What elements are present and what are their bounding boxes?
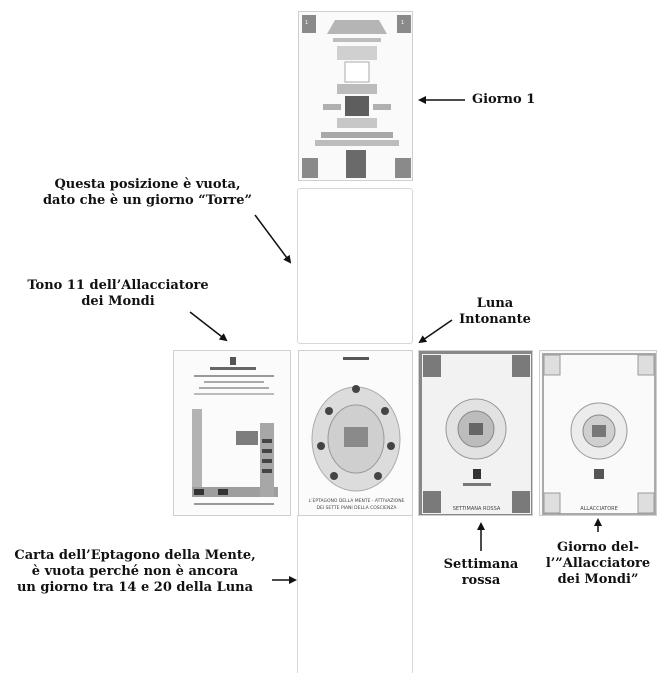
heptagon-node-2 xyxy=(381,407,389,415)
label-posizione-vuota-1: Questa posizione è vuota, xyxy=(30,177,265,193)
world-center xyxy=(592,425,606,437)
tower-window-1 xyxy=(345,62,369,82)
label-giornodel-2: l’”Allacciatore xyxy=(543,556,653,572)
label-posizione-vuota-2: dato che è un giorno “Torre” xyxy=(30,193,265,209)
moon-card: SETTIMANA ROSSA xyxy=(418,350,533,516)
corner-bl xyxy=(302,158,318,178)
moon-corner-tr xyxy=(512,355,530,377)
tone-card xyxy=(173,350,291,516)
tone-dot xyxy=(230,357,236,365)
world-figure xyxy=(594,469,604,479)
tower-arm-right xyxy=(373,104,391,110)
tone-footer-line xyxy=(194,503,274,505)
label-carta-2: è vuota perché non è ancora xyxy=(0,564,270,580)
world-corner-tl xyxy=(544,355,560,375)
heptagon-node-4 xyxy=(387,442,395,450)
moon-text-line xyxy=(463,483,491,486)
world-corner-bl xyxy=(544,493,560,513)
tone-bottom-mark-1 xyxy=(194,489,204,495)
slot-line-right xyxy=(412,515,413,673)
label-luna-1: Luna xyxy=(450,296,540,312)
tower-card-art xyxy=(299,12,413,181)
tone-mark-3 xyxy=(262,459,272,463)
moon-corner-tl xyxy=(423,355,441,377)
heptagon-caption-2: DEI SETTE PIANI DELLA COSCIENZA xyxy=(301,506,412,512)
label-settimana-1: Settimana xyxy=(436,557,526,573)
corner-br xyxy=(395,158,411,178)
tone-heading-line-2 xyxy=(204,381,264,383)
label-giorno1: Giorno 1 xyxy=(472,92,535,108)
tower-corner-tl-text: 1 xyxy=(305,20,308,26)
tone-bar xyxy=(210,367,256,370)
tower-floor-2 xyxy=(337,84,377,94)
tower-core xyxy=(345,96,369,116)
tone-box xyxy=(236,431,258,445)
label-giornodel-3: dei Mondi” xyxy=(543,572,653,588)
moon-center xyxy=(469,423,483,435)
tower-band xyxy=(333,38,381,42)
world-corner-tr xyxy=(638,355,654,375)
tone-heading-line-3 xyxy=(199,387,269,389)
moon-bottom-caption: SETTIMANA ROSSA xyxy=(441,506,512,512)
tone-mark-4 xyxy=(262,469,272,473)
tower-base-1 xyxy=(321,132,393,138)
heptagon-center xyxy=(344,427,368,447)
heptagon-node-6 xyxy=(374,472,382,480)
tone-heading-line-1 xyxy=(194,375,274,377)
heptagon-node-3 xyxy=(317,442,325,450)
heptagon-card-art xyxy=(299,351,413,516)
tone-heading-line-4 xyxy=(194,393,274,395)
world-corner-br xyxy=(638,493,654,513)
tower-roof xyxy=(327,20,387,34)
label-settimana-2: rossa xyxy=(436,573,526,589)
heptagon-node-5 xyxy=(330,472,338,480)
tone-card-art xyxy=(174,351,291,516)
heptagon-card: L’EPTAGONO DELLA MENTE - ATTIVAZIONE DEI… xyxy=(298,350,413,516)
tower-floor-3 xyxy=(337,118,377,128)
label-tono-1: Tono 11 dell’Allacciatore xyxy=(0,278,236,294)
heptagon-top-bar xyxy=(343,357,369,360)
tower-corner-tr-text: 1 xyxy=(401,20,404,26)
moon-corner-bl xyxy=(423,491,441,513)
tower-door xyxy=(346,150,366,178)
arrow-tono xyxy=(190,312,226,340)
tower-floor-1 xyxy=(337,46,377,60)
worldbridger-card: ALLACCIATORE xyxy=(539,350,657,516)
heptagon-caption-1: L’EPTAGONO DELLA MENTE - ATTIVAZIONE xyxy=(301,499,412,505)
tower-arm-left xyxy=(323,104,341,110)
label-carta-1: Carta dell’Eptagono della Mente, xyxy=(0,548,270,564)
label-tono-2: dei Mondi xyxy=(0,294,236,310)
heptagon-node-7 xyxy=(352,385,360,393)
arrow-luna xyxy=(420,320,452,342)
tone-mark-1 xyxy=(262,439,272,443)
tower-card: 1 1 xyxy=(298,11,413,181)
moon-card-art xyxy=(419,351,533,516)
tower-base-2 xyxy=(315,140,399,146)
label-carta-3: un giorno tra 14 e 20 della Luna xyxy=(0,580,270,596)
tone-frame-left xyxy=(192,409,202,497)
slot-line-left xyxy=(297,515,298,673)
empty-tower-slot xyxy=(297,188,413,344)
worldbridger-card-art xyxy=(540,351,657,516)
moon-corner-br xyxy=(512,491,530,513)
moon-figure xyxy=(473,469,481,479)
tone-bottom-mark-2 xyxy=(218,489,228,495)
label-giornodel-1: Giorno del- xyxy=(543,540,653,556)
world-bottom-caption: ALLACCIATORE xyxy=(562,506,636,512)
label-luna-2: Intonante xyxy=(450,312,540,328)
arrow-posizione-vuota xyxy=(255,215,290,262)
heptagon-node-1 xyxy=(325,407,333,415)
tone-mark-2 xyxy=(262,449,272,453)
